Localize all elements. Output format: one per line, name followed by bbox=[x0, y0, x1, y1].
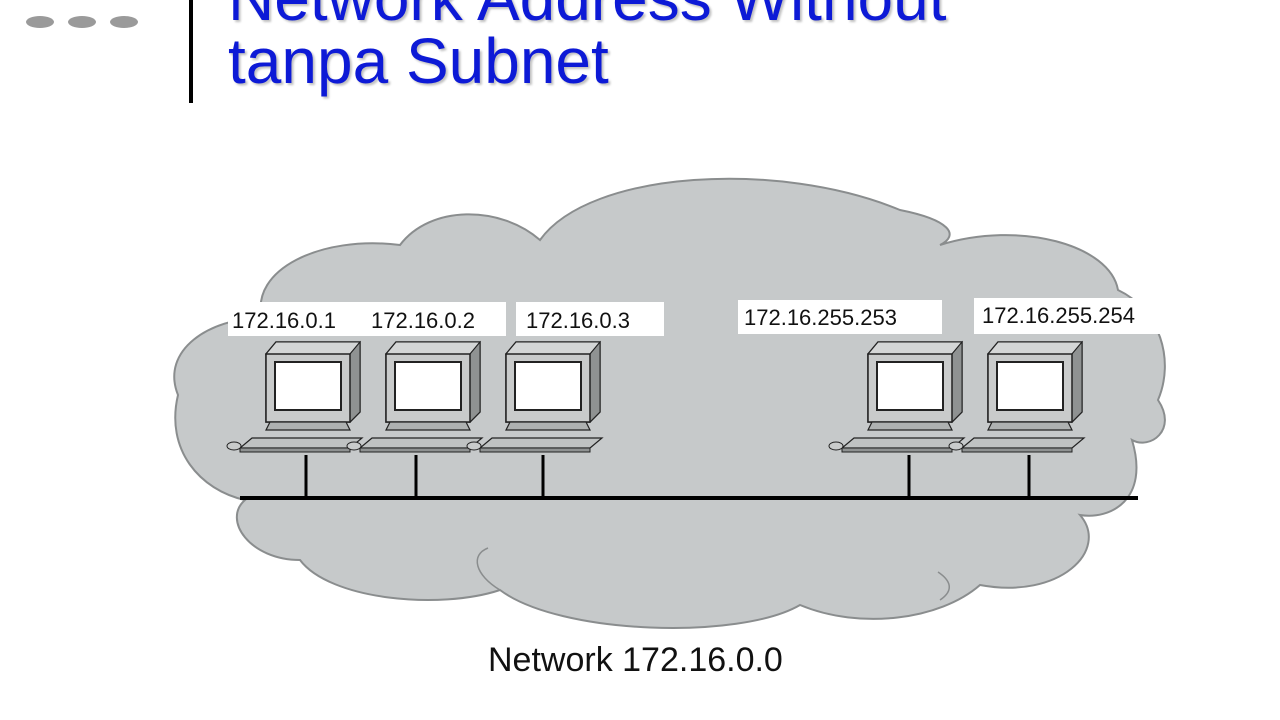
ip-label-host-3: 172.16.0.3 bbox=[526, 308, 630, 333]
ip-label-host-4: 172.16.255.253 bbox=[744, 305, 897, 330]
label-bg bbox=[738, 300, 942, 334]
network-caption: Network 172.16.0.0 bbox=[488, 641, 783, 679]
slide-title-line-2: tanpa Subnet bbox=[228, 25, 609, 97]
ip-label-host-2: 172.16.0.2 bbox=[371, 308, 475, 333]
slide-title-line-1: Network Address Without bbox=[228, 0, 947, 30]
label-bg bbox=[228, 302, 366, 336]
label-bg bbox=[366, 302, 506, 336]
label-bg bbox=[974, 298, 1180, 334]
title-divider bbox=[189, 0, 193, 103]
ip-label-host-1: 172.16.0.1 bbox=[232, 308, 336, 333]
network-cloud bbox=[173, 177, 1166, 629]
ip-label-host-5: 172.16.255.254 bbox=[982, 303, 1135, 328]
logo-dots-icon bbox=[26, 16, 138, 28]
label-bg bbox=[516, 302, 664, 336]
